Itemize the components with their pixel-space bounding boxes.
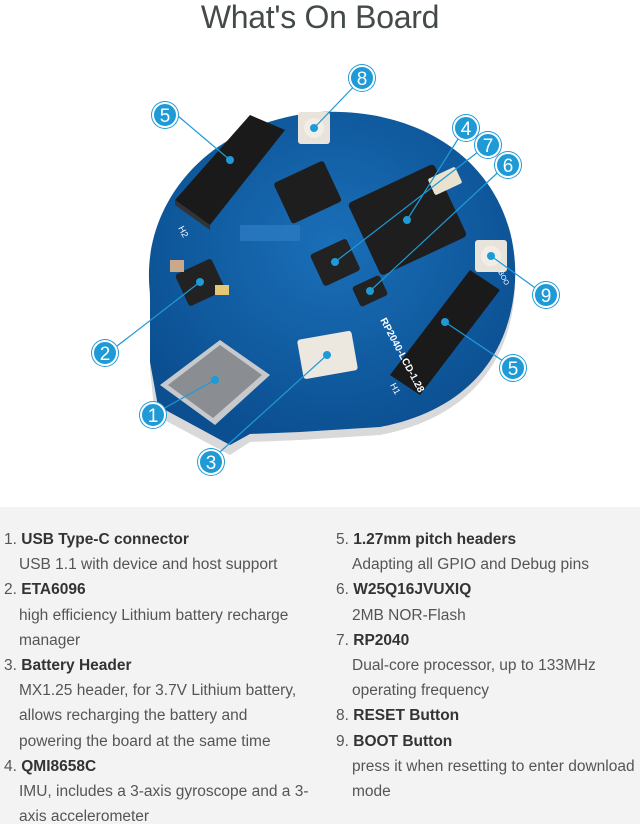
feature-item-2: 2. ETA6096 high efficiency Lithium batte… — [4, 577, 324, 653]
header-label-h1: H1 — [388, 381, 402, 396]
feature-list: 1. USB Type-C connector USB 1.1 with dev… — [0, 507, 640, 824]
feature-list-right: 5. 1.27mm pitch headers Adapting all GPI… — [336, 527, 640, 804]
callout-1: 1 — [140, 402, 166, 428]
feature-item-8: 8. RESET Button — [336, 703, 640, 728]
callout-4: 4 — [453, 115, 479, 141]
feature-item-7: 7. RP2040 Dual-core processor, up to 133… — [336, 628, 640, 704]
board-illustration: RP2040-LCD-1.28 H2 H1 BOO — [107, 77, 546, 462]
item-number: 3. — [4, 657, 17, 675]
callout-5-left: 5 — [152, 102, 178, 128]
callout-8: 8 — [349, 65, 375, 91]
header-label-h2: H2 — [176, 224, 190, 239]
feature-item-4: 4. QMI8658C IMU, includes a 3-axis gyros… — [4, 754, 324, 824]
item-detail: 2MB NOR-Flash — [352, 606, 466, 624]
callout-6: 6 — [495, 152, 521, 178]
feature-list-left: 1. USB Type-C connector USB 1.1 with dev… — [4, 527, 324, 824]
item-number: 4. — [4, 757, 17, 775]
item-detail: manager — [19, 631, 81, 649]
item-detail: mode — [352, 783, 391, 801]
feature-item-9: 9. BOOT Button press it when resetting t… — [336, 729, 640, 805]
item-name: QMI8658C — [21, 757, 97, 775]
item-name: RP2040 — [353, 631, 410, 649]
callout-7: 7 — [475, 132, 501, 158]
item-detail: axis accelerometer — [19, 808, 150, 824]
callout-2: 2 — [92, 340, 118, 366]
board-figure: RP2040-LCD-1.28 H2 H1 BOO 5 8 4 7 6 9 5 … — [0, 40, 640, 500]
item-detail: MX1.25 header, for 3.7V Lithium battery, — [19, 682, 297, 700]
item-name: RESET Button — [353, 707, 460, 725]
item-name: W25Q16JVUXIQ — [353, 581, 472, 599]
item-detail: Dual-core processor, up to 133MHz — [352, 657, 596, 675]
item-name: USB Type-C connector — [21, 531, 189, 548]
feature-item-1: 1. USB Type-C connector USB 1.1 with dev… — [4, 527, 324, 577]
feature-item-3: 3. Battery Header MX1.25 header, for 3.7… — [4, 653, 324, 754]
item-number: 2. — [4, 581, 17, 599]
item-number: 8. — [336, 707, 349, 725]
callout-3: 3 — [198, 449, 224, 475]
page-title: What's On Board — [200, 0, 440, 35]
item-number: 7. — [336, 631, 349, 649]
item-detail: allows recharging the battery and — [19, 707, 248, 725]
item-detail: powering the board at the same time — [19, 732, 271, 750]
item-name: 1.27mm pitch headers — [353, 531, 517, 548]
callout-9: 9 — [533, 282, 559, 308]
left-header — [175, 115, 285, 230]
item-detail: press it when resetting to enter downloa… — [352, 757, 635, 775]
item-name: ETA6096 — [21, 581, 86, 599]
feature-item-5: 5. 1.27mm pitch headers Adapting all GPI… — [336, 527, 640, 577]
item-detail: USB 1.1 with device and host support — [19, 556, 278, 574]
item-name: Battery Header — [21, 657, 132, 675]
item-detail: operating frequency — [352, 682, 490, 700]
callout-5-right: 5 — [500, 355, 526, 381]
item-name: BOOT Button — [353, 732, 453, 750]
feature-item-6: 6. W25Q16JVUXIQ 2MB NOR-Flash — [336, 577, 640, 627]
item-number: 6. — [336, 581, 349, 599]
right-header — [390, 270, 500, 395]
item-detail: high efficiency Lithium battery recharge — [19, 606, 289, 624]
item-number: 5. — [336, 531, 349, 548]
item-detail: IMU, includes a 3-axis gyroscope and a 3… — [19, 783, 309, 801]
item-number: 9. — [336, 732, 349, 750]
item-number: 1. — [4, 531, 17, 548]
item-detail: Adapting all GPIO and Debug pins — [352, 556, 589, 574]
